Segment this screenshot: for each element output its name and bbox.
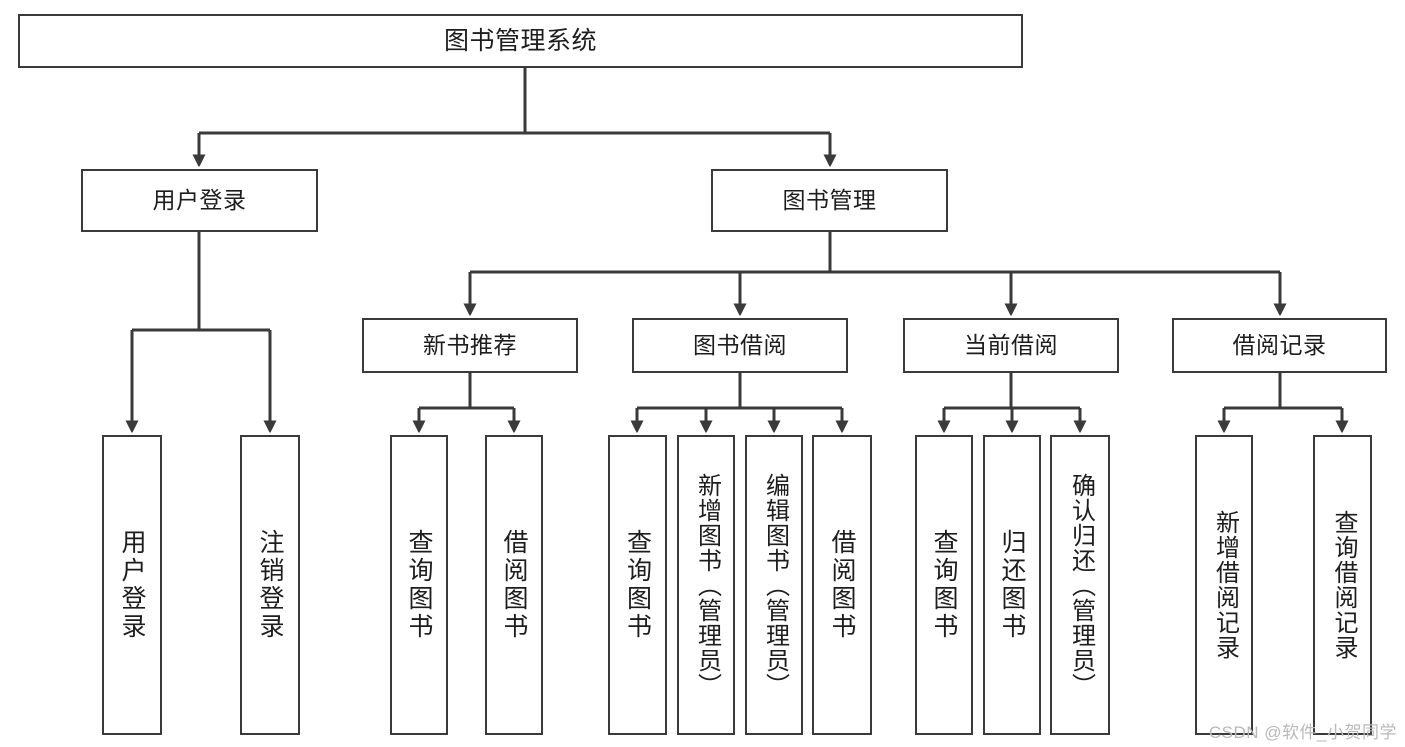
leaf-leaf-query-book-1[interactable]: 查询图书 [390,435,448,735]
node-label: 图书管理 [782,187,877,213]
leaf-label: 查询图书 [623,529,652,641]
node-root-system[interactable]: 图书管理系统 [18,14,1023,68]
node-label: 新书推荐 [423,332,517,358]
leaf-label: 借阅图书 [828,529,856,641]
node-label: 借阅记录 [1232,332,1327,358]
node-label: 用户登录 [152,187,247,213]
leaf-label: 用户登录 [118,529,146,641]
leaf-leaf-confirm-return-admin[interactable]: 确认归还（管理员） [1050,435,1110,735]
leaf-leaf-borrow-book-1[interactable]: 借阅图书 [485,435,543,735]
leaf-leaf-query-book-2[interactable]: 查询图书 [608,435,667,735]
leaf-label: 编辑图书（管理员） [761,472,789,698]
node-current-borrow[interactable]: 当前借阅 [903,318,1119,373]
leaf-label: 注销登录 [256,529,284,641]
leaf-leaf-query-book-3[interactable]: 查询图书 [915,435,973,735]
leaf-leaf-return-book[interactable]: 归还图书 [983,435,1041,735]
leaf-leaf-add-book-admin[interactable]: 新增图书（管理员） [677,435,735,735]
leaf-leaf-add-borrow-record[interactable]: 新增借阅记录 [1195,435,1253,735]
leaf-leaf-user-login[interactable]: 用户登录 [102,435,162,735]
watermark-text: CSDN @软件_小贺同学 [1208,723,1397,742]
node-new-book-recommend[interactable]: 新书推荐 [362,318,578,373]
leaf-label: 查询借阅记录 [1329,510,1357,660]
node-book-borrow[interactable]: 图书借阅 [632,318,848,373]
leaf-leaf-query-borrow-record[interactable]: 查询借阅记录 [1313,435,1372,735]
node-user-login[interactable]: 用户登录 [81,169,318,232]
node-borrow-record[interactable]: 借阅记录 [1172,318,1387,373]
leaf-label: 查询图书 [930,529,958,641]
node-label: 图书管理系统 [443,26,597,55]
node-label: 图书借阅 [693,332,787,358]
leaf-label: 查询图书 [405,529,433,641]
leaf-leaf-borrow-book-2[interactable]: 借阅图书 [812,435,872,735]
leaf-leaf-logout-login[interactable]: 注销登录 [240,435,300,735]
leaf-label: 归还图书 [998,529,1026,641]
node-book-manage[interactable]: 图书管理 [711,169,948,232]
leaf-label: 借阅图书 [500,529,528,641]
leaf-label: 新增图书（管理员） [693,472,721,698]
node-label: 当前借阅 [964,332,1058,358]
leaf-leaf-edit-book-admin[interactable]: 编辑图书（管理员） [745,435,803,735]
leaf-label: 确认归还（管理员） [1067,472,1095,698]
leaf-label: 新增借阅记录 [1211,510,1239,660]
